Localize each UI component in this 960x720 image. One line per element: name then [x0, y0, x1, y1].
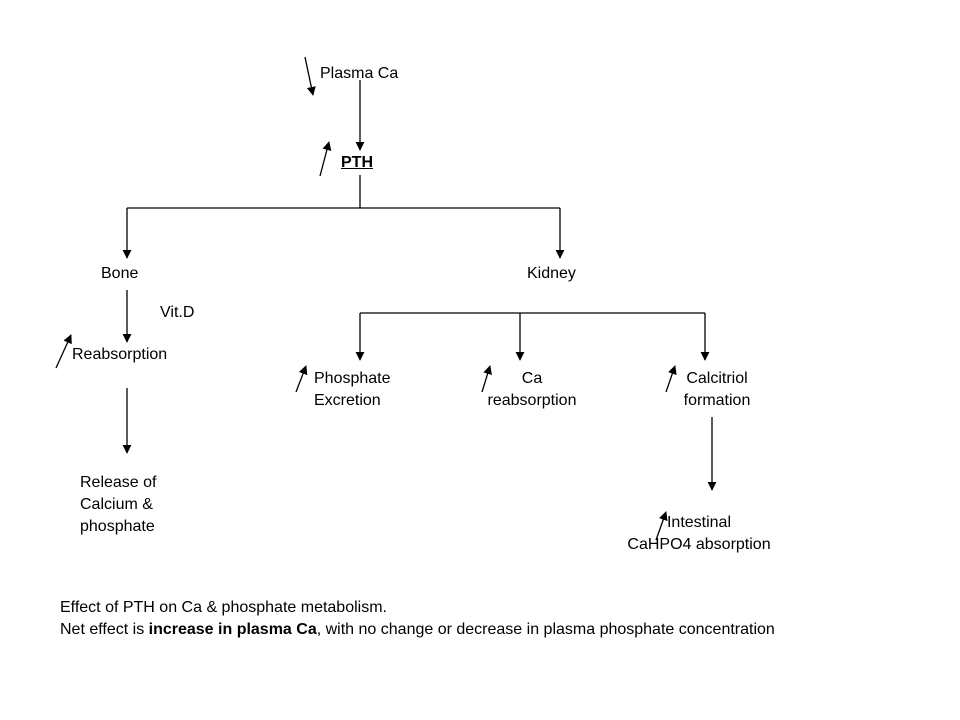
increase-arrow-icon: [481, 365, 492, 393]
decrease-arrow-icon: [304, 56, 316, 96]
node-pth: PTH: [341, 154, 373, 171]
caption-line-2: Net effect is increase in plasma Ca, wit…: [60, 621, 775, 638]
increase-arrow-icon: [655, 511, 668, 541]
caption-emphasis: increase in plasma Ca: [148, 621, 317, 638]
increase-arrow-icon: [55, 334, 72, 369]
node-vit-d: Vit.D: [160, 304, 195, 321]
node-calcitriol-formation: Calcitriol formation: [683, 370, 751, 409]
node-plasma-ca: Plasma Ca: [320, 65, 399, 82]
caption-line-1: Effect of PTH on Ca & phosphate metaboli…: [60, 599, 387, 616]
increase-arrow-icon: [295, 365, 308, 393]
node-phosphate-excretion: Phosphate Excretion: [314, 370, 391, 409]
node-bone: Bone: [101, 265, 139, 282]
increase-arrow-icon: [665, 365, 677, 393]
node-reabsorption: Reabsorption: [72, 346, 168, 363]
node-ca-reabsorption: Ca reabsorption: [487, 370, 577, 409]
increase-arrow-icon: [319, 141, 332, 177]
node-intestinal-absorption: Intestinal CaHPO4 absorption: [627, 514, 771, 553]
node-kidney: Kidney: [527, 265, 576, 282]
node-release: Release of Calcium & phosphate: [80, 474, 157, 535]
figure-caption: Effect of PTH on Ca & phosphate metaboli…: [60, 597, 775, 641]
